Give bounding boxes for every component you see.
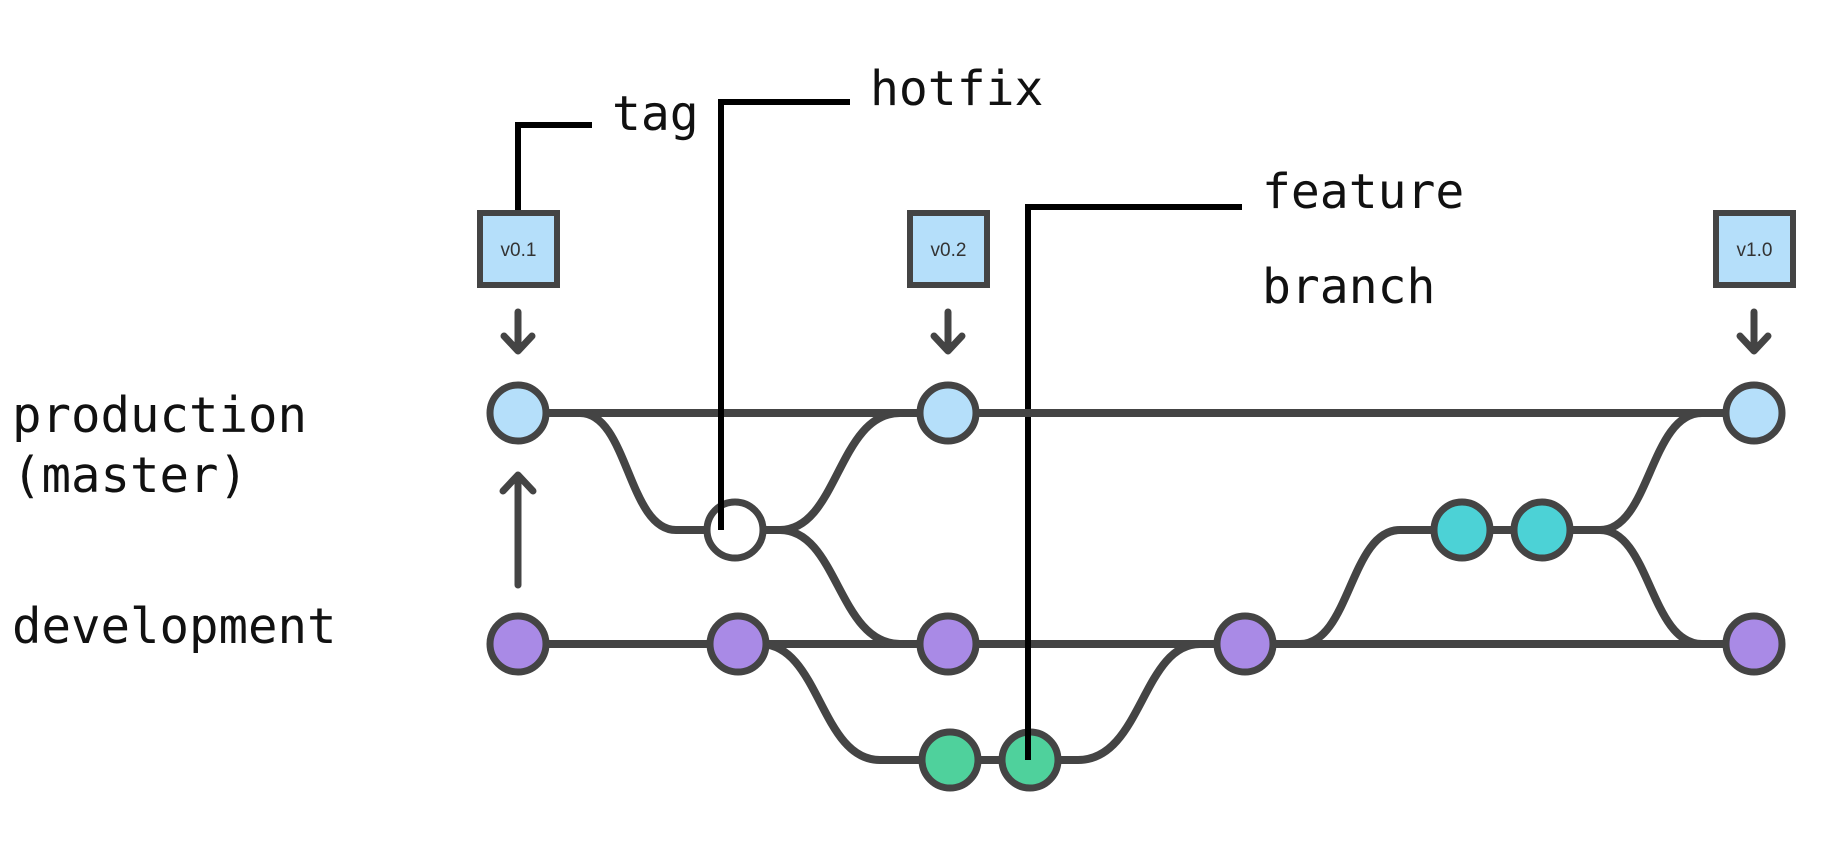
development-commit: [706, 612, 770, 676]
release-commit: [1430, 498, 1494, 562]
development-commit: [1213, 612, 1277, 676]
tag-callout-line: [515, 122, 592, 215]
production-label-line2: (master): [12, 447, 248, 504]
arrow-down-icon: [1736, 308, 1772, 355]
tag-box: [477, 210, 560, 288]
tag-v0-1: v0.1: [477, 210, 560, 288]
feature-commit: [918, 728, 982, 792]
arrow-up-icon: [499, 471, 537, 589]
tag-label: v0.1: [501, 240, 537, 261]
tag-v1-0: v1.0: [1713, 210, 1796, 288]
development-commit: [916, 612, 980, 676]
tag-callout-label: tag: [612, 86, 699, 142]
release-branch-line: [1296, 409, 1706, 648]
arrow-down-icon: [500, 308, 536, 355]
feature-callout-label-line1: feature: [1262, 164, 1464, 220]
hotfix-commit: [703, 498, 767, 562]
hotfix-callout-line: [718, 99, 850, 530]
tag-label: v1.0: [1737, 240, 1773, 261]
feature-branch-line: [756, 640, 1204, 764]
production-commit: [1722, 381, 1786, 445]
production-commit: [916, 381, 980, 445]
development-label: development: [12, 598, 337, 655]
development-commit: [1722, 612, 1786, 676]
production-commit: [486, 381, 550, 445]
hotfix-callout-label: hotfix: [870, 61, 1043, 117]
feature-callout-label-line2: branch: [1262, 259, 1435, 315]
tag-v0-2: v0.2: [907, 210, 990, 288]
tag-label: v0.2: [931, 240, 967, 261]
arrow-down-icon: [930, 308, 966, 355]
release-commit: [1510, 498, 1574, 562]
hotfix-branch-line: [576, 409, 904, 648]
tag-box: [1713, 210, 1796, 288]
tag-box: [907, 210, 990, 288]
feature-callout-line: [1025, 204, 1242, 760]
development-commit: [486, 612, 550, 676]
production-label-line1: production: [12, 387, 307, 444]
